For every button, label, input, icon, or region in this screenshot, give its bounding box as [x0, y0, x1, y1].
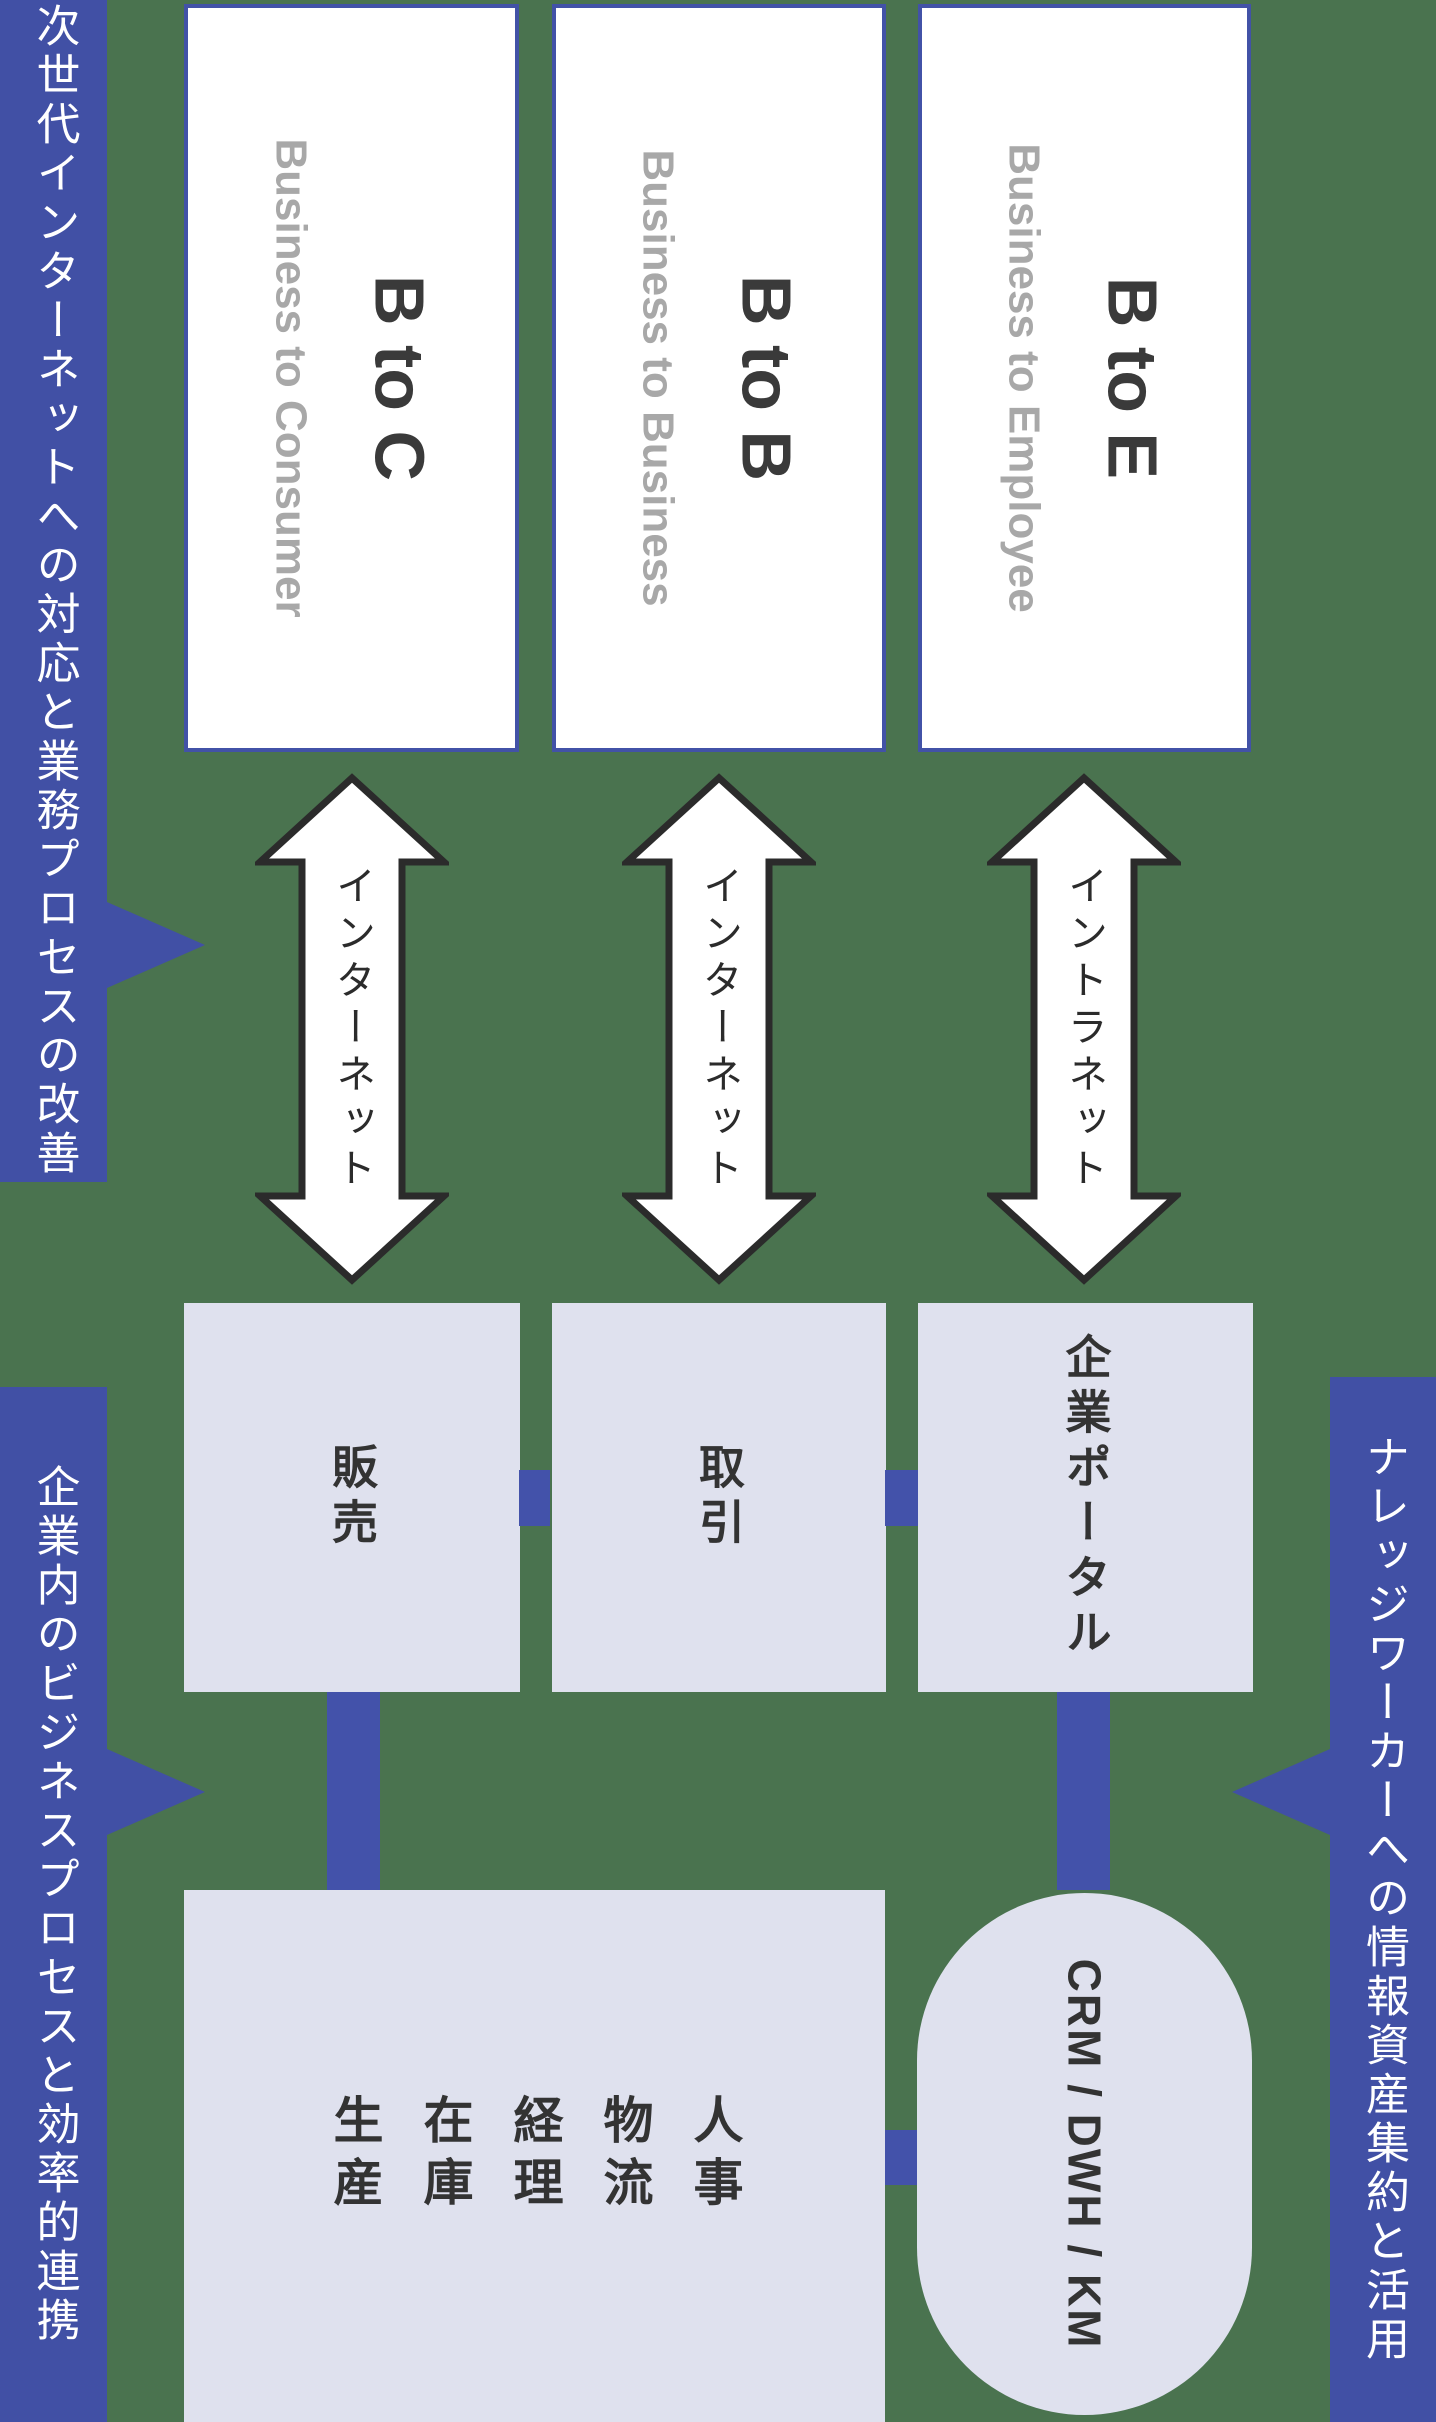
erp-dept-hr: 人事	[686, 2094, 743, 2218]
box-b-to-e: B to E Business to Employee	[918, 4, 1251, 752]
box-corporate-portal: 企業ポータル	[918, 1303, 1253, 1692]
erp-dept-inventory: 在庫	[416, 2094, 473, 2218]
erp-departments-text: 人事 物流 経理 在庫 生産	[310, 2086, 760, 2226]
banner-internal-business-process-label: 企業内のビジネスプロセスと効率的連携	[29, 1463, 79, 2346]
connector-sales-transactions	[519, 1470, 550, 1526]
box-b-to-b-title: B to B	[728, 274, 807, 482]
erp-dept-production: 生産	[326, 2094, 383, 2218]
box-sales-label: 販売	[326, 1442, 378, 1553]
box-transactions-label: 取引	[693, 1442, 745, 1553]
erp-dept-accounting: 経理	[506, 2094, 563, 2218]
connector-transactions-portal	[885, 1470, 918, 1526]
box-erp-departments: 人事 物流 経理 在庫 生産	[184, 1890, 885, 2422]
box-b-to-e-title: B to E	[1093, 276, 1172, 480]
box-b-to-b-text: B to B Business to Business	[634, 149, 807, 607]
arrow-intranet-label: イントラネット	[1062, 864, 1106, 1194]
box-b-to-e-text: B to E Business to Employee	[999, 143, 1172, 613]
box-crm-dwh-km: CRM / DWH / KM	[917, 1893, 1252, 2415]
arrow-internet-1-label: インターネット	[330, 864, 374, 1194]
banner-internal-business-process: 企業内のビジネスプロセスと効率的連携	[0, 1387, 107, 2422]
double-arrow-icon	[255, 773, 449, 1285]
arrow-internet-2: インターネット	[622, 773, 816, 1285]
banner-next-gen-internet-label: 次世代インターネットへの対応と業務プロセスの改善	[29, 3, 79, 1179]
erp-dept-logistics: 物流	[596, 2094, 653, 2218]
banner-arrow-right-icon	[107, 1749, 205, 1835]
box-b-to-e-subtitle: Business to Employee	[999, 143, 1049, 613]
banner-knowledge-worker: ナレッジワーカーへの情報資産集約と活用	[1330, 1377, 1436, 2422]
box-b-to-b: B to B Business to Business	[552, 4, 886, 752]
banner-arrow-left-icon	[1232, 1749, 1330, 1835]
banner-next-gen-internet: 次世代インターネットへの対応と業務プロセスの改善	[0, 0, 107, 1182]
arrow-internet-1: インターネット	[255, 773, 449, 1285]
double-arrow-icon	[622, 773, 816, 1285]
connector-sales-erp	[327, 1692, 380, 1890]
banner-arrow-right-icon	[107, 902, 205, 988]
box-b-to-c-subtitle: Business to Consumer	[266, 138, 316, 618]
box-transactions: 取引	[552, 1303, 886, 1692]
double-arrow-icon	[987, 773, 1181, 1285]
box-b-to-c-title: B to C	[360, 274, 439, 482]
banner-knowledge-worker-label: ナレッジワーカーへの情報資産集約と活用	[1359, 1434, 1408, 2365]
connector-portal-crm	[1057, 1692, 1110, 1890]
box-corporate-portal-label: 企業ポータル	[1059, 1332, 1112, 1663]
box-b-to-c: B to C Business to Consumer	[184, 4, 519, 752]
box-b-to-b-subtitle: Business to Business	[634, 149, 684, 607]
arrow-internet-2-label: インターネット	[697, 864, 741, 1194]
box-b-to-c-text: B to C Business to Consumer	[266, 138, 439, 618]
box-sales: 販売	[184, 1303, 520, 1692]
arrow-intranet: イントラネット	[987, 773, 1181, 1285]
connector-erp-crm	[885, 2130, 917, 2185]
box-crm-dwh-km-label: CRM / DWH / KM	[1058, 1958, 1111, 2350]
